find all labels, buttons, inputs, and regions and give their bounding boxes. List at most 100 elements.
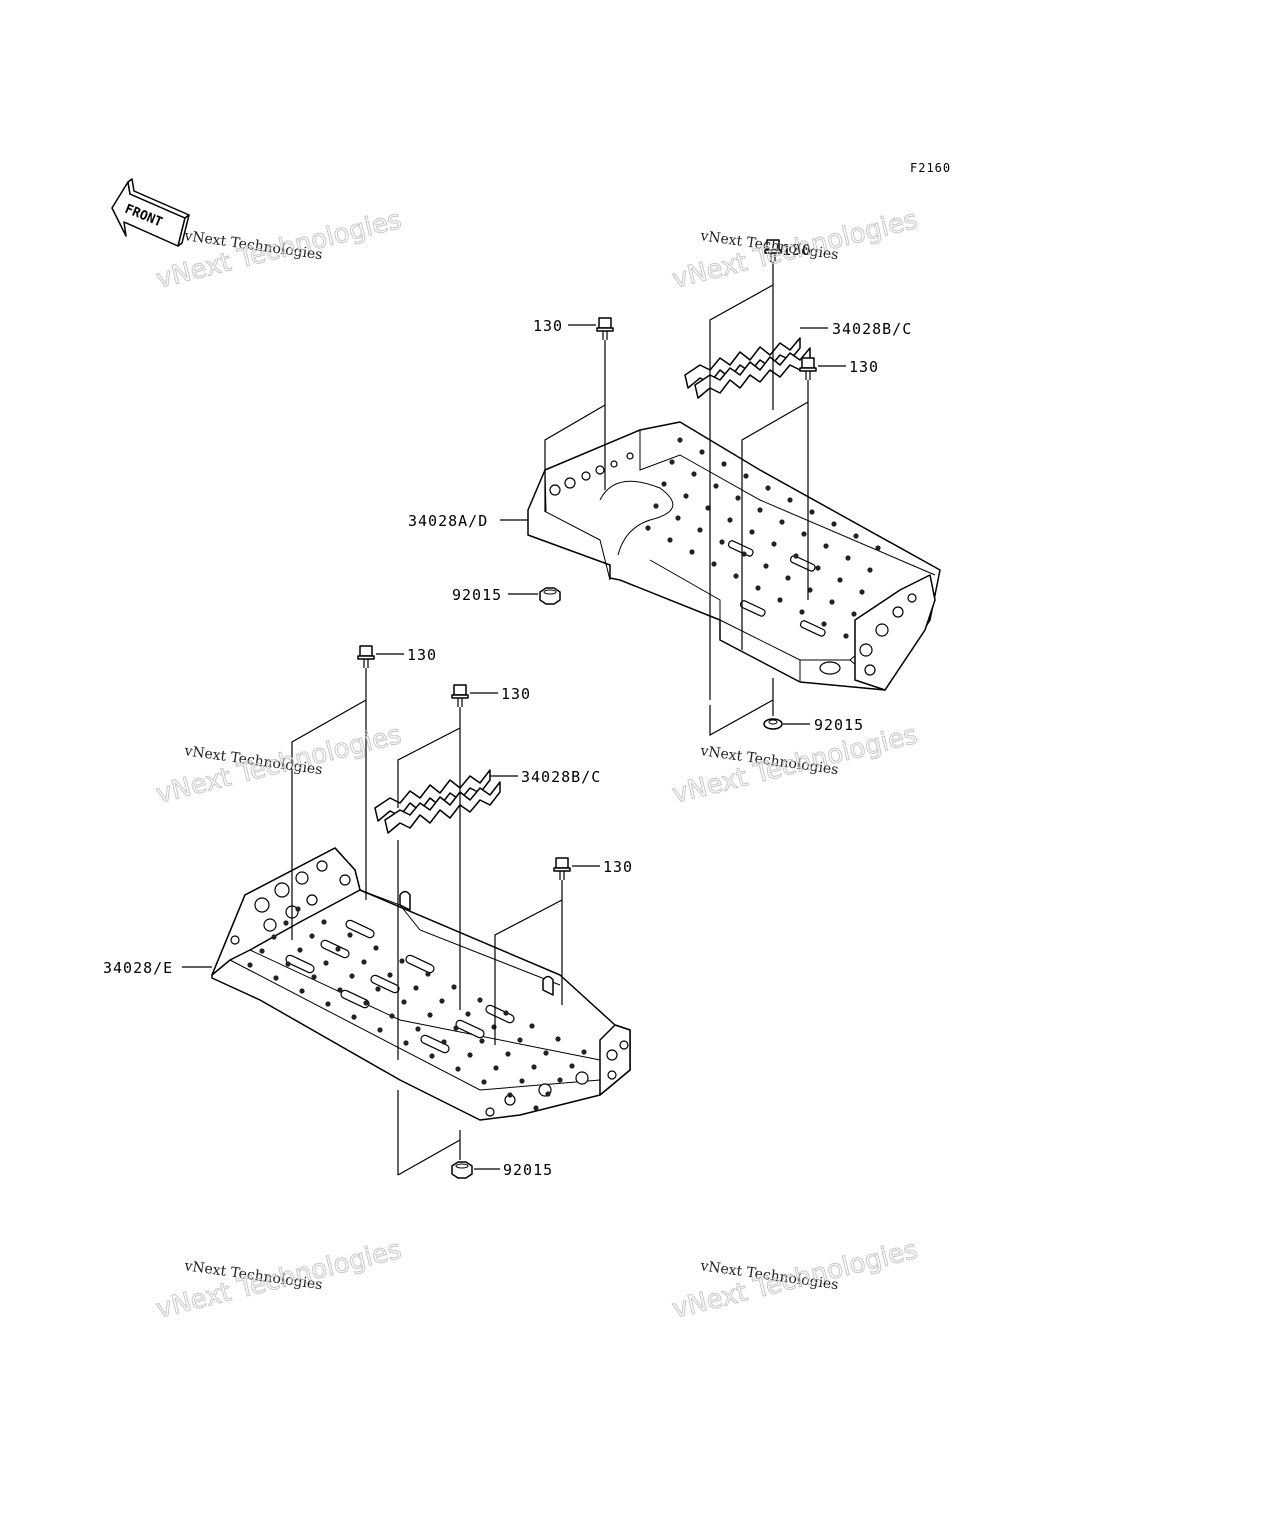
bolt-hole-dot [465, 1011, 471, 1017]
bolt-hole-dot [285, 961, 291, 967]
lower-nut-icon [451, 1161, 473, 1179]
bolt-hole-dot [377, 1027, 383, 1033]
bolt-hole-dot [727, 517, 733, 523]
bolt-hole-dot [689, 549, 695, 555]
bolt-hole-dot [273, 975, 279, 981]
bolt-hole-dot [799, 609, 805, 615]
bolt-hole-dot [645, 525, 651, 531]
watermark-outline-text: vNext Technologies [669, 205, 920, 295]
bolt-hole-dot [321, 919, 327, 925]
bolt-hole-dot [741, 551, 747, 557]
bolt-hole-dot [859, 589, 865, 595]
bolt-hole-dot [479, 1038, 485, 1044]
bolt-hole-dot [749, 529, 755, 535]
bolt-hole-dot [517, 1037, 523, 1043]
watermark-outline-text: vNext Technologies [153, 720, 404, 810]
bolt-hole-dot [451, 984, 457, 990]
label-upper-tread: 34028B/C [832, 320, 912, 338]
bolt-hole-dot [569, 1063, 575, 1069]
bolt-hole-dot [735, 495, 741, 501]
label-lower-bolt-mid: 130 [501, 685, 531, 703]
bolt-hole-dot [455, 1066, 461, 1072]
bolt-hole-dot [785, 575, 791, 581]
bolt-hole-dot [845, 555, 851, 561]
bolt-hole-dot [711, 561, 717, 567]
bolt-hole-dot [815, 565, 821, 571]
bolt-hole-dot [733, 573, 739, 579]
bolt-hole-dot [347, 932, 353, 938]
bolt-hole-dot [697, 527, 703, 533]
bolt-hole-dot [683, 493, 689, 499]
bolt-hole-dot [503, 1010, 509, 1016]
bolt-hole-dot [669, 459, 675, 465]
bolt-hole-dot [309, 933, 315, 939]
bolt-hole-dot [467, 1052, 473, 1058]
bolt-hole-dot [699, 449, 705, 455]
bolt-hole-dot [299, 988, 305, 994]
bolt-hole-dot [581, 1049, 587, 1055]
bolt-hole-dot [661, 481, 667, 487]
upper-tread-strip [684, 337, 811, 399]
bolt-hole-dot [507, 1092, 513, 1098]
bolt-hole-dot [531, 1064, 537, 1070]
label-lower-plate: 34028/E [103, 959, 173, 977]
upper-bolt-right-icon [799, 357, 817, 380]
bolt-hole-dot [765, 485, 771, 491]
bolt-hole-dot [771, 541, 777, 547]
upper-bolt-top-icon [764, 239, 782, 262]
bolt-hole-dot [719, 539, 725, 545]
bolt-hole-dot [713, 483, 719, 489]
bolt-hole-dot [399, 958, 405, 964]
label-lower-bolt-right: 130 [603, 858, 633, 876]
bolt-hole-dot [505, 1051, 511, 1057]
bolt-hole-dot [777, 597, 783, 603]
bolt-hole-dot [401, 999, 407, 1005]
bolt-hole-dot [831, 521, 837, 527]
bolt-hole-dot [557, 1077, 563, 1083]
watermark-outline-text: vNext Technologies [669, 720, 920, 810]
bolt-hole-dot [375, 986, 381, 992]
label-lower-tread: 34028B/C [521, 768, 601, 786]
bolt-hole-dot [297, 947, 303, 953]
label-lower-nut: 92015 [503, 1161, 553, 1179]
bolt-hole-dot [721, 461, 727, 467]
label-upper-bolt-right: 130 [849, 358, 879, 376]
bolt-hole-dot [259, 948, 265, 954]
upper-footrest-plate [527, 421, 941, 691]
bolt-hole-dot [439, 998, 445, 1004]
bolt-hole-dot [867, 567, 873, 573]
label-upper-nut-bottom: 92015 [814, 716, 864, 734]
bolt-hole-dot [755, 585, 761, 591]
bolt-hole-dot [247, 962, 253, 968]
bolt-hole-dot [295, 906, 301, 912]
bolt-hole-dot [851, 611, 857, 617]
bolt-hole-dot [543, 1050, 549, 1056]
bolt-hole-dot [429, 1053, 435, 1059]
bolt-hole-dot [787, 497, 793, 503]
bolt-hole-dot [829, 599, 835, 605]
bolt-hole-dot [373, 945, 379, 951]
label-upper-nut-left: 92015 [452, 586, 502, 604]
bolt-hole-dot [363, 1000, 369, 1006]
bolt-hole-dot [271, 934, 277, 940]
bolt-hole-dot [875, 545, 881, 551]
bolt-hole-dot [403, 1040, 409, 1046]
bolt-hole-dot [441, 1039, 447, 1045]
bolt-hole-dot [519, 1078, 525, 1084]
watermark-outline-text: vNext Technologies [153, 205, 404, 295]
bolt-hole-dot [335, 946, 341, 952]
lower-bolt-right-icon [553, 857, 571, 880]
front-arrow-icon: FRONT [111, 178, 190, 247]
bolt-hole-dot [477, 997, 483, 1003]
bolt-hole-dot [325, 1001, 331, 1007]
upper-leader-lines [500, 262, 846, 737]
watermark-outline-text: vNext Technologies [153, 1235, 404, 1325]
bolt-hole-dot [427, 1012, 433, 1018]
bolt-hole-dot [667, 537, 673, 543]
bolt-hole-dot [389, 1013, 395, 1019]
lower-bolt-left-icon [357, 645, 375, 668]
bolt-hole-dot [425, 971, 431, 977]
bolt-hole-dot [843, 633, 849, 639]
bolt-hole-dot [413, 985, 419, 991]
